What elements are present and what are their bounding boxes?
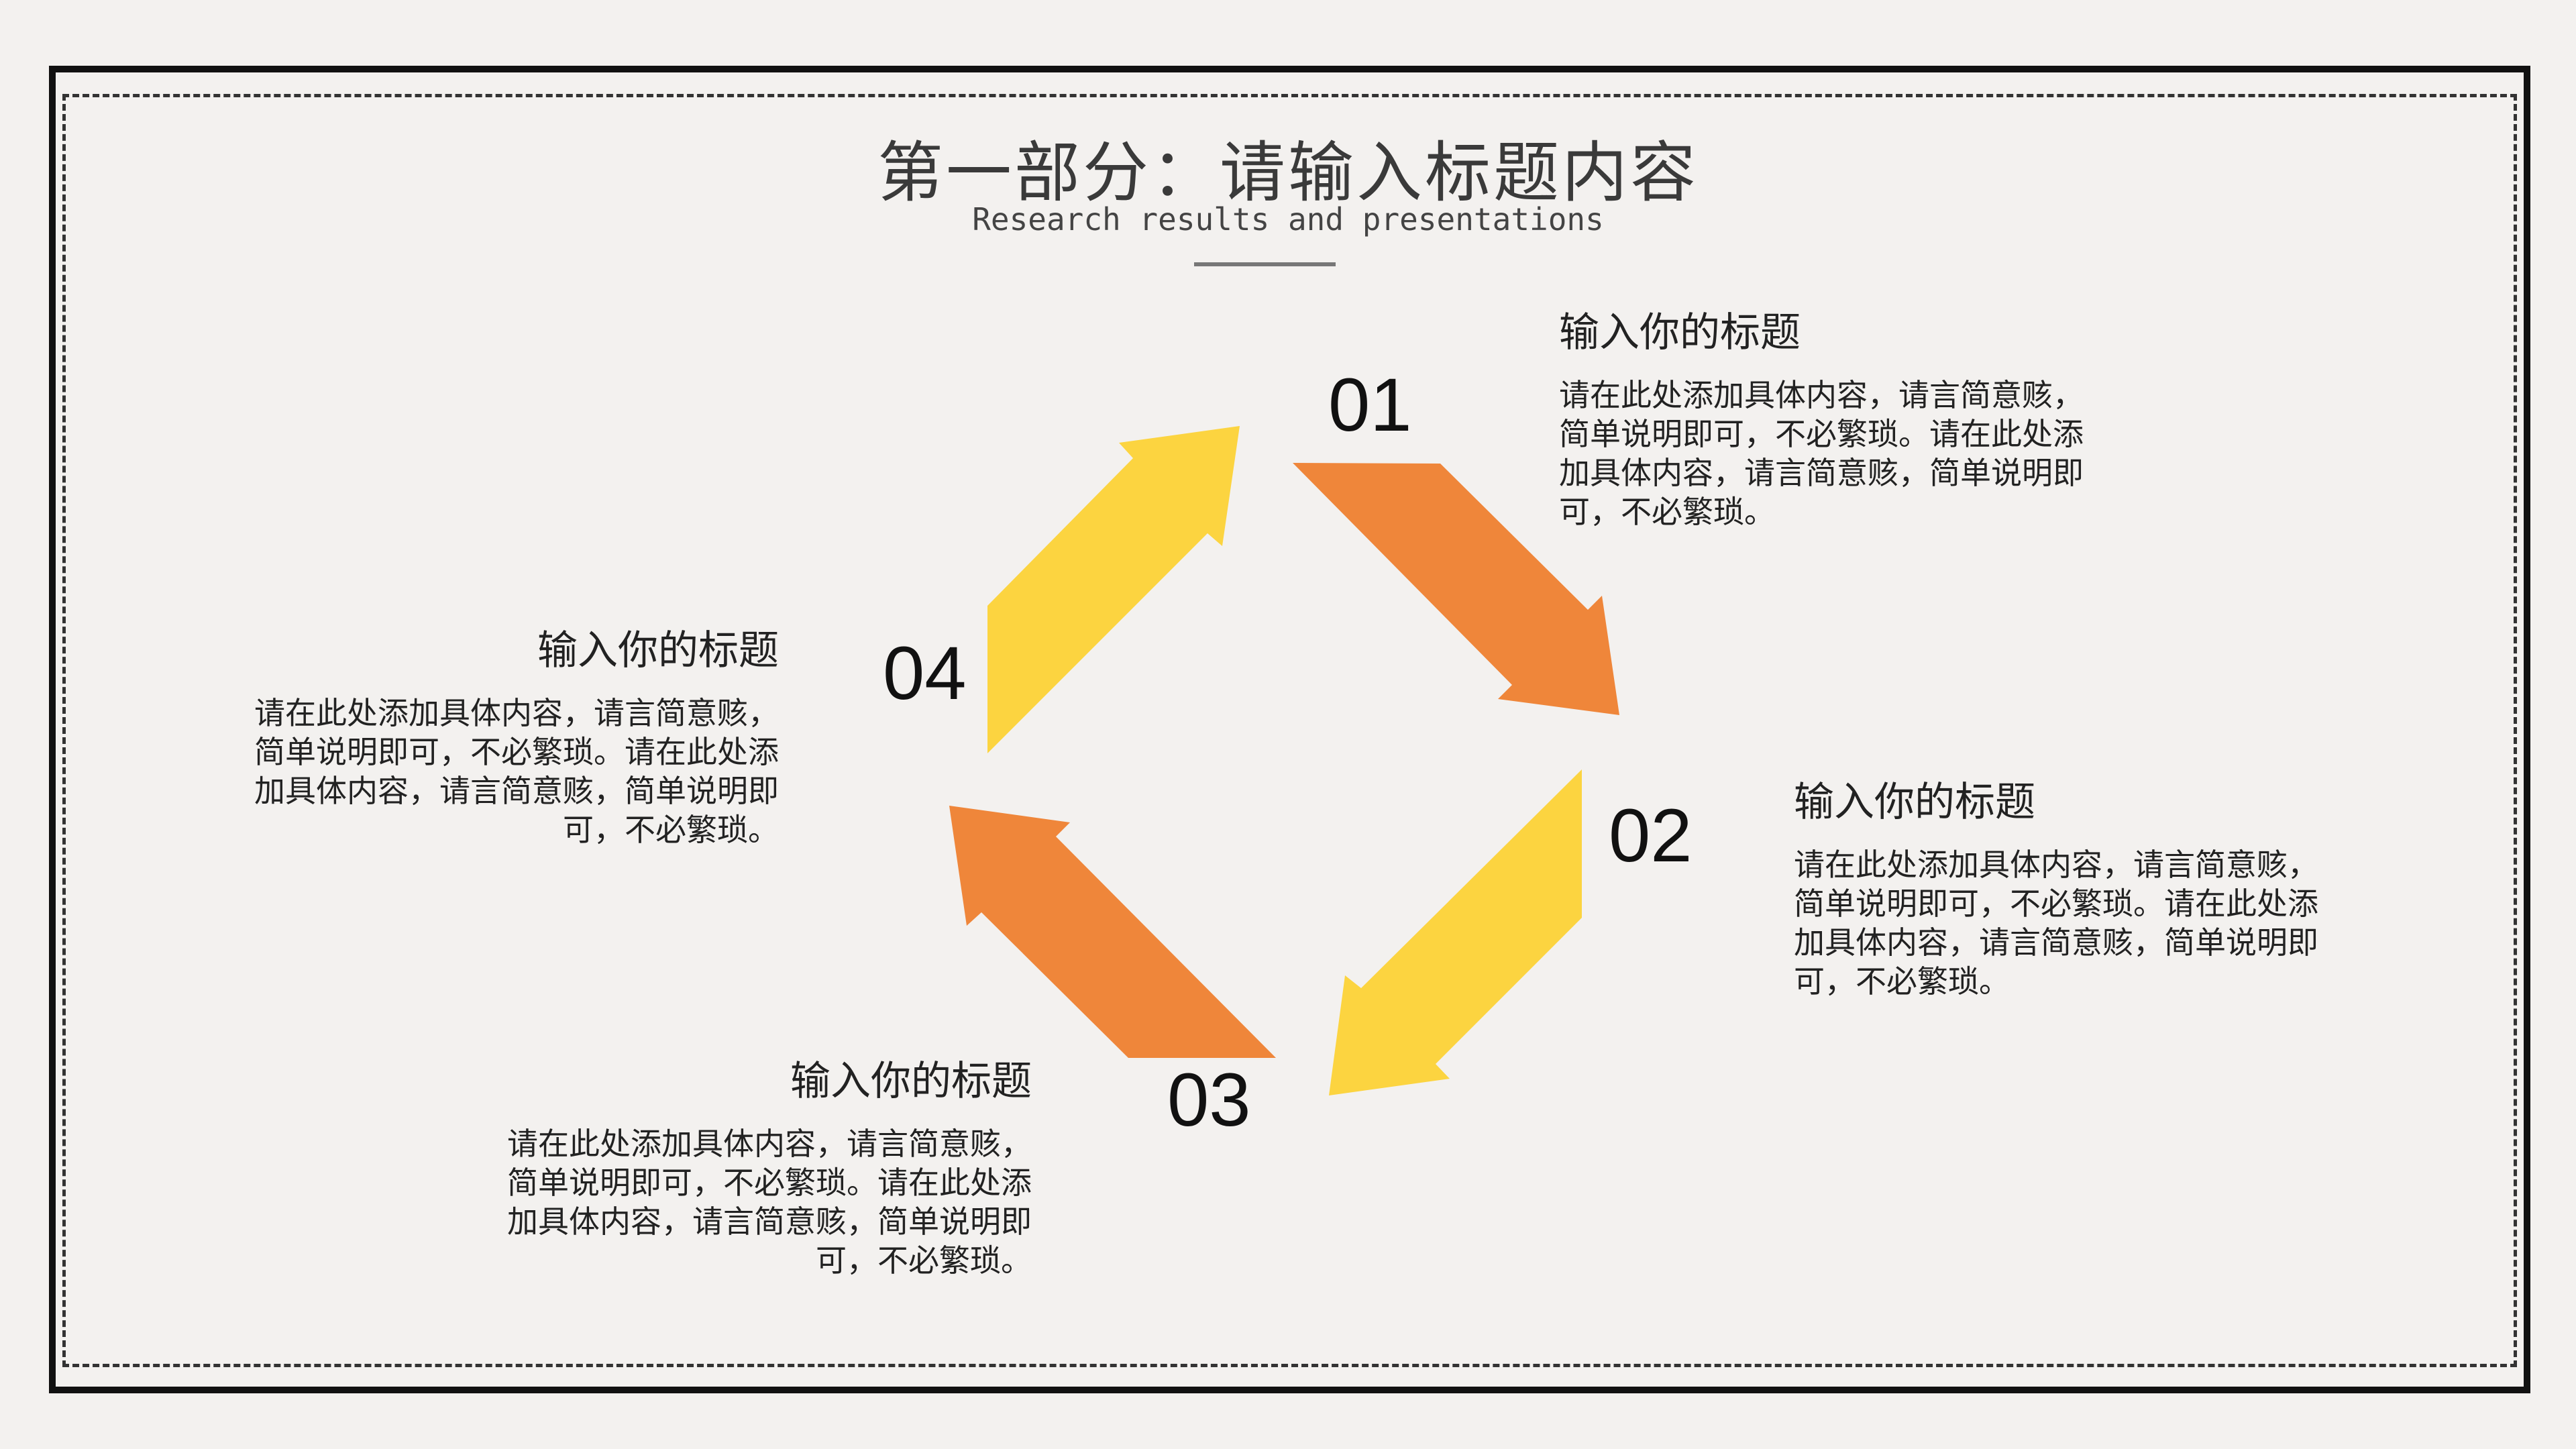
page-title: 第一部分：请输入标题内容 — [877, 135, 1699, 211]
step-03-body: 请在此处添加具体内容，请言简意赅，简单说明即可，不必繁琐。请在此处添加具体内容，… — [507, 1126, 1032, 1279]
outer-frame — [49, 66, 2530, 1393]
step-01-title: 输入你的标题 — [1559, 309, 1801, 356]
arrow-01-to-02 — [1293, 463, 1619, 715]
step-03-block: 输入你的标题 请在此处添加具体内容，请言简意赅，简单说明即可，不必繁琐。请在此处… — [507, 1057, 1032, 1280]
step-number-02: 02 — [1609, 794, 1693, 877]
arrow-02-to-03 — [1329, 769, 1582, 1095]
step-04-body: 请在此处添加具体内容，请言简意赅，简单说明即可，不必繁琐。请在此处添加具体内容，… — [254, 695, 779, 848]
arrow-03-to-04 — [949, 806, 1276, 1058]
step-number-03: 03 — [1167, 1058, 1251, 1142]
page-subtitle: Research results and presentations — [972, 201, 1604, 237]
step-02-block: 输入你的标题 请在此处添加具体内容，请言简意赅，简单说明即可，不必繁琐。请在此处… — [1794, 778, 2318, 1001]
step-03-title: 输入你的标题 — [790, 1058, 1032, 1105]
step-04-title: 输入你的标题 — [537, 627, 779, 674]
step-02-body: 请在此处添加具体内容，请言简意赅，简单说明即可，不必繁琐。请在此处添加具体内容，… — [1794, 847, 2318, 1000]
step-number-04: 04 — [883, 631, 967, 715]
step-02-title: 输入你的标题 — [1794, 779, 2035, 826]
arrow-04-to-01 — [987, 426, 1240, 753]
step-number-01: 01 — [1328, 363, 1412, 447]
inner-dashed-frame — [62, 94, 2517, 1367]
step-01-body: 请在此处添加具体内容，请言简意赅，简单说明即可，不必繁琐。请在此处添加具体内容，… — [1559, 377, 2084, 530]
step-01-block: 输入你的标题 请在此处添加具体内容，请言简意赅，简单说明即可，不必繁琐。请在此处… — [1559, 309, 2084, 531]
title-underline — [1194, 262, 1336, 266]
step-04-block: 输入你的标题 请在此处添加具体内容，请言简意赅，简单说明即可，不必繁琐。请在此处… — [254, 627, 779, 849]
